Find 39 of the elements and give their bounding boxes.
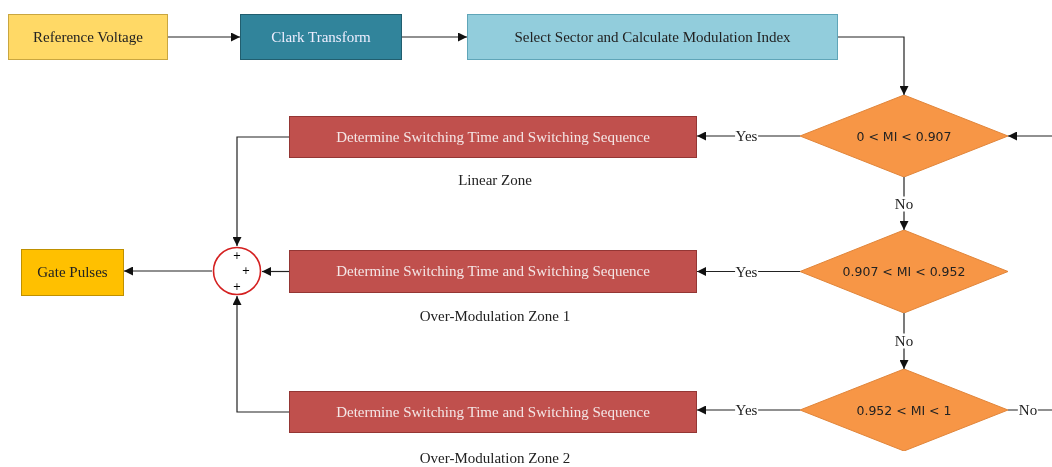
box-label: Determine Switching Time and Switching Sequence [336, 403, 650, 421]
edge-label: No [893, 196, 915, 211]
box-label: Determine Switching Time and Switching Sequence [336, 263, 650, 280]
arrow [232, 295, 290, 413]
arrow [1007, 131, 1052, 141]
process-box [8, 14, 168, 60]
arrow [899, 176, 909, 231]
box-label: Clark Transform [271, 28, 371, 46]
zone-caption: Over-Modulation Zone 2 [419, 450, 571, 467]
arrow [899, 312, 909, 370]
box-label: Select Sector and Calculate Modulation Index [514, 28, 791, 46]
condition-label: 0.952 < MI < 1 [856, 402, 952, 418]
edge-label: Yes [734, 128, 759, 144]
edge-label: No [893, 333, 915, 349]
plus-sign: + [232, 282, 242, 292]
arrow [401, 32, 468, 42]
edge-label: No [1017, 402, 1039, 418]
process-box [289, 116, 697, 158]
process-box [21, 249, 124, 296]
edge-label: Yes [734, 264, 759, 279]
arrow [837, 36, 909, 96]
arrow [167, 32, 241, 42]
process-box [467, 14, 838, 60]
condition-label: 0 < MI < 0.907 [856, 128, 952, 144]
box-label: Reference Voltage [33, 28, 143, 46]
zone-caption: Linear Zone [458, 172, 532, 189]
process-box [289, 250, 697, 293]
box-label: Gate Pulses [37, 264, 108, 281]
condition-label: 0.907 < MI < 0.952 [842, 264, 966, 279]
plus-sign: + [241, 266, 251, 276]
process-box [240, 14, 402, 60]
arrow [232, 136, 290, 247]
process-box [289, 391, 697, 433]
zone-caption: Over-Modulation Zone 1 [419, 308, 571, 325]
edge-label: Yes [734, 402, 759, 418]
box-label: Determine Switching Time and Switching Sequence [336, 128, 650, 146]
arrow [123, 266, 213, 276]
arrow [261, 267, 290, 276]
plus-sign: + [232, 251, 242, 261]
